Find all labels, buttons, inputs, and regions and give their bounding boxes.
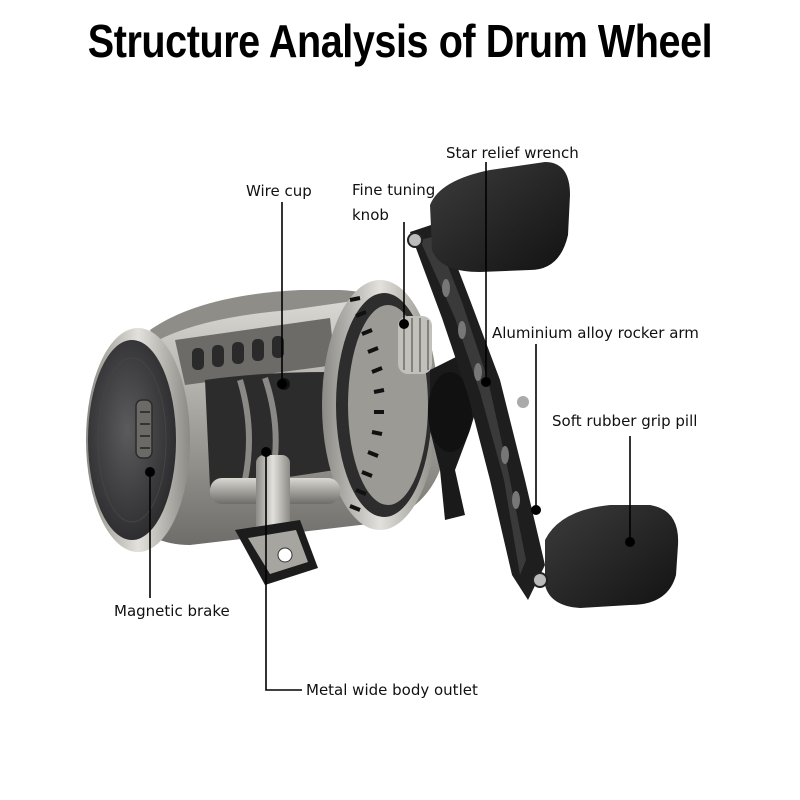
label-body-outlet: Metal wide body outlet <box>306 681 478 699</box>
dot-fine-tuning <box>399 319 409 329</box>
label-wire-cup: Wire cup <box>246 182 312 200</box>
label-grip: Soft rubber grip pill <box>552 412 698 430</box>
label-rocker-arm: Aluminium alloy rocker arm <box>492 324 699 342</box>
label-magnetic-brake: Magnetic brake <box>114 602 230 620</box>
dot-star-relief <box>481 377 491 387</box>
page-title: Structure Analysis of Drum Wheel <box>87 15 713 67</box>
dot-magnetic-brake <box>145 467 155 477</box>
dot-rocker-arm <box>531 505 541 515</box>
leader-lines <box>145 162 635 691</box>
dot-body-outlet <box>261 447 271 457</box>
reel-body <box>86 280 482 585</box>
handle-assembly <box>407 162 679 608</box>
label-fine-tuning-knob: Fine tuning knob <box>352 181 436 224</box>
dot-grip <box>625 537 635 547</box>
label-star-relief-wrench: Star relief wrench <box>446 144 579 162</box>
leader-body-outlet <box>265 452 302 691</box>
dot-wire-cup <box>277 379 287 389</box>
